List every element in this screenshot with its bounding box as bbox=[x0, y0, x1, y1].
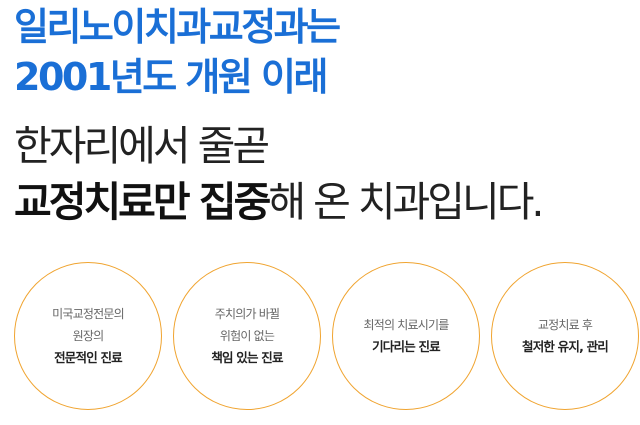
subheadline-line-2: 교정치료만 집중해 온 치과입니다. bbox=[14, 174, 544, 230]
feature-text: 교정치료 후 bbox=[537, 318, 593, 332]
feature-highlight: 전문적인 진료 bbox=[54, 350, 123, 365]
feature-highlight: 철저한 유지, 관리 bbox=[522, 339, 609, 354]
headline-line-2: 2001년도 개원 이래 bbox=[14, 55, 328, 99]
subheadline-emphasis: 교정치료만 집중 bbox=[14, 178, 271, 226]
feature-circle-specialist: 미국교정전문의 원장의 전문적인 진료 bbox=[14, 262, 162, 410]
subheadline: 한자리에서 줄곧 교정치료만 집중해 온 치과입니다. bbox=[14, 118, 544, 230]
subheadline-line-1: 한자리에서 줄곧 bbox=[14, 122, 270, 170]
feature-highlight: 기다리는 진료 bbox=[372, 339, 441, 354]
feature-text: 주치의가 바뀔 bbox=[214, 307, 280, 321]
feature-text: 미국교정전문의 bbox=[52, 307, 124, 321]
feature-highlight: 책임 있는 진료 bbox=[211, 350, 283, 365]
subheadline-rest: 해 온 치과입니다. bbox=[268, 178, 544, 226]
feature-circle-responsibility: 주치의가 바뀔 위험이 없는 책임 있는 진료 bbox=[173, 262, 321, 410]
headline: 일리노이치과교정과는 2001년도 개원 이래 bbox=[14, 2, 341, 102]
feature-circle-timing: 최적의 치료시기를 기다리는 진료 bbox=[332, 262, 480, 410]
headline-line-1: 일리노이치과교정과는 bbox=[14, 5, 341, 49]
feature-circle-retention: 교정치료 후 철저한 유지, 관리 bbox=[491, 262, 639, 410]
feature-text: 원장의 bbox=[72, 329, 105, 343]
feature-text: 최적의 치료시기를 bbox=[363, 318, 450, 332]
feature-text: 위험이 없는 bbox=[219, 329, 275, 343]
feature-circles: 미국교정전문의 원장의 전문적인 진료 주치의가 바뀔 위험이 없는 책임 있는… bbox=[0, 262, 640, 412]
